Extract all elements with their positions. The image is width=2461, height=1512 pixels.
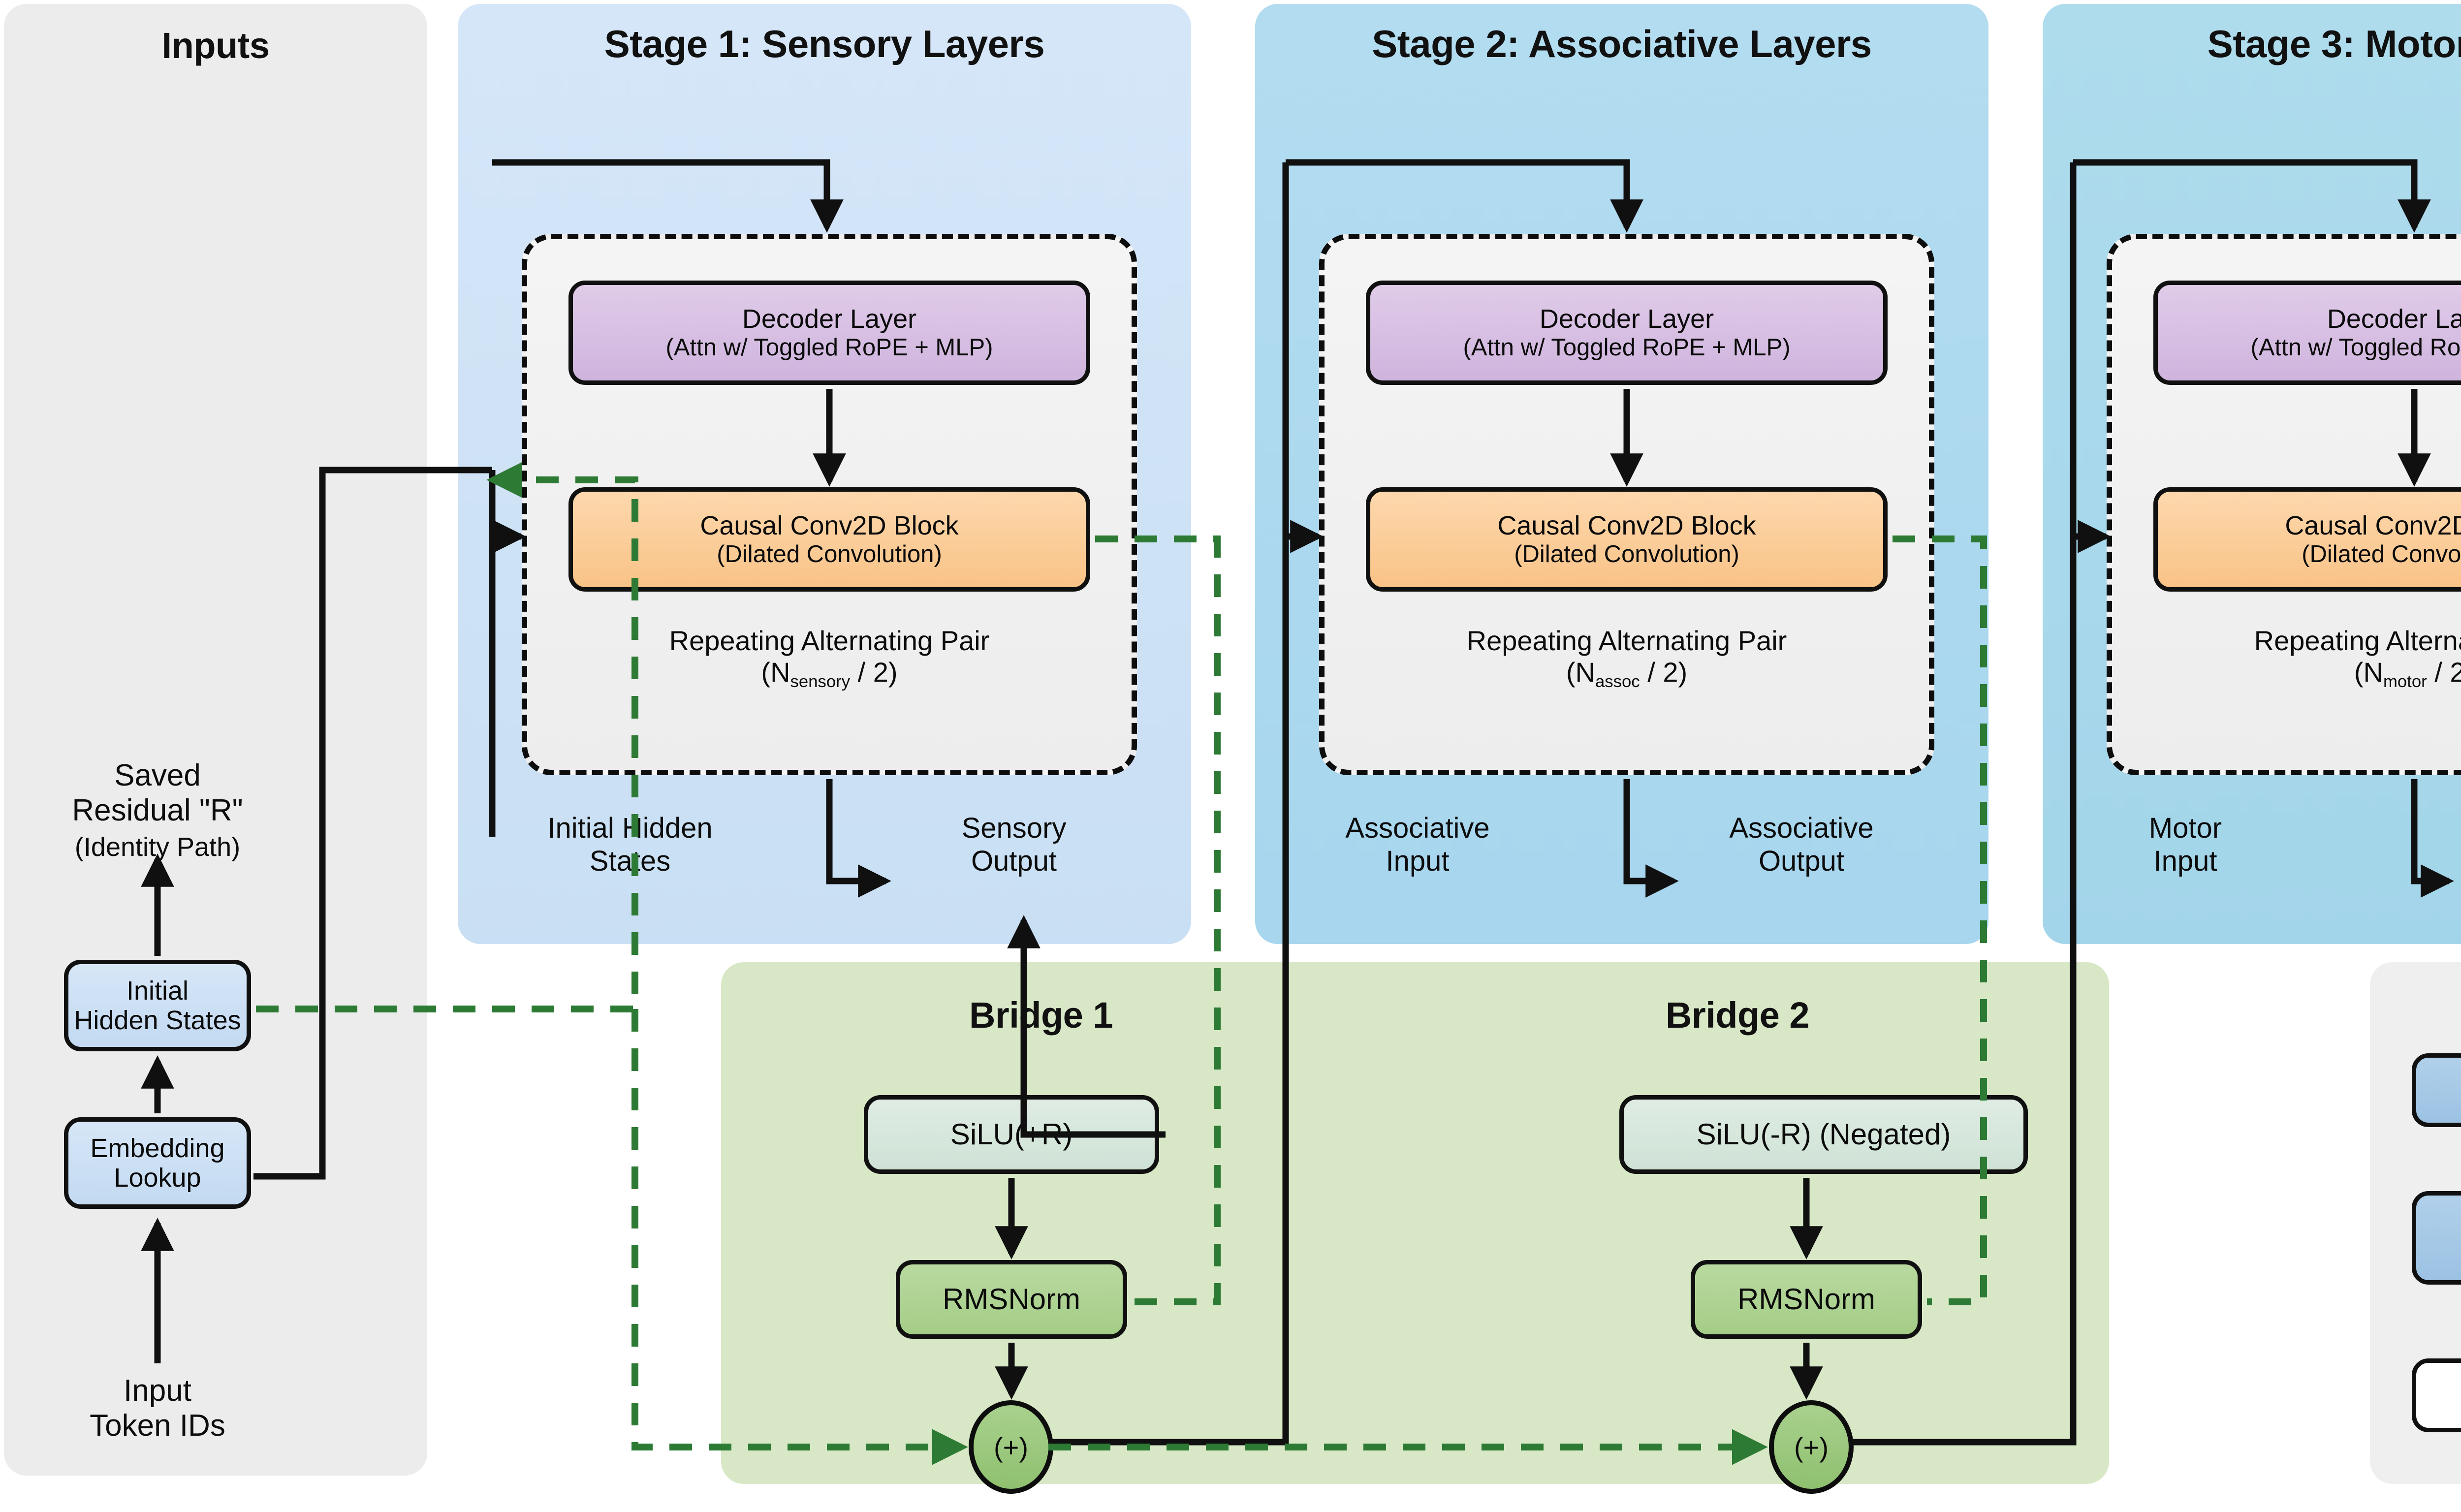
saved-residual-line1: Saved bbox=[114, 758, 201, 792]
stage-3-repeat-label: Repeating Alternating Pair (Nmotor / 2) bbox=[2107, 625, 2461, 691]
stage-2-input-line1: Associative bbox=[1345, 812, 1490, 844]
bridge-2-title: Bridge 2 bbox=[1665, 995, 1810, 1036]
stage-3-repeat-tail: / 2) bbox=[2434, 657, 2461, 688]
bridge-2-adder-node[interactable]: (+) bbox=[1769, 1400, 1854, 1494]
softmax-logits-box[interactable]: Softmax / Logits bbox=[2412, 1358, 2461, 1432]
output-head-title: Output Head bbox=[2370, 994, 2461, 1036]
bridge-2-rmsnorm-label: RMSNorm bbox=[1737, 1283, 1875, 1316]
stage-1-decoder-layer-box[interactable]: Decoder Layer (Attn w/ Toggled RoPE + ML… bbox=[568, 281, 1090, 385]
stage-2-output-line2: Output bbox=[1758, 845, 1845, 877]
stage-2-decoder-line2: (Attn w/ Toggled RoPE + MLP) bbox=[1463, 334, 1791, 361]
stage-2-repeat-tail: / 2) bbox=[1640, 657, 1688, 688]
stage-2-repeat-sub: assoc bbox=[1595, 672, 1640, 691]
stage-2-output-label: Associative Output bbox=[1664, 812, 1939, 878]
stage-1-repeat-sym: N bbox=[770, 657, 790, 688]
stage-2-conv-line1: Causal Conv2D Block bbox=[1497, 511, 1756, 541]
bridge-1-silu-label: SiLU(+R) bbox=[950, 1118, 1073, 1151]
stage-1-input-line2: States bbox=[589, 845, 671, 877]
stage-3-repeat-sub: motor bbox=[2383, 672, 2427, 691]
bridge-1-silu-box[interactable]: SiLU(+R) bbox=[864, 1095, 1159, 1174]
stage-1-input-label: Initial Hidden States bbox=[492, 812, 768, 878]
stage-3-input-line2: Input bbox=[2153, 845, 2217, 877]
stage-1-decoder-line2: (Attn w/ Toggled RoPE + MLP) bbox=[665, 334, 993, 361]
stage-1-repeat-line1: Repeating Alternating Pair bbox=[669, 625, 990, 656]
bridge-2-adder-label: (+) bbox=[1794, 1431, 1829, 1463]
stage-2-repeat-sym: N bbox=[1575, 657, 1595, 688]
embedding-lookup-box[interactable]: Embedding Lookup bbox=[64, 1117, 251, 1209]
stage-3-decoder-layer-box[interactable]: Decoder Layer (Attn w/ Toggled RoPE + ML… bbox=[2153, 281, 2461, 385]
stage-3-title: Stage 3: Motor Layers bbox=[2207, 22, 2461, 65]
stage-1-title: Stage 1: Sensory Layers bbox=[604, 22, 1045, 65]
input-token-ids-label: Input Token IDs bbox=[64, 1373, 251, 1444]
stage-3-repeat-sym: N bbox=[2363, 657, 2383, 688]
bridge-2-silu-box[interactable]: SiLU(-R) (Negated) bbox=[1619, 1095, 2028, 1174]
saved-residual-line2: Residual "R" bbox=[72, 793, 243, 828]
linear-head-box[interactable]: Linear Head (Vocab Size) bbox=[2412, 1191, 2461, 1285]
bridge-1-rmsnorm-label: RMSNorm bbox=[943, 1283, 1080, 1316]
bridge-1-adder-label: (+) bbox=[994, 1431, 1028, 1463]
bridge-2-silu-label: SiLU(-R) (Negated) bbox=[1696, 1118, 1951, 1151]
stage-2-causal-conv2d-box[interactable]: Causal Conv2D Block (Dilated Convolution… bbox=[1366, 487, 1888, 592]
stage-1-output-line1: Sensory bbox=[961, 812, 1067, 844]
stage-3-conv-line1: Causal Conv2D Block bbox=[2285, 511, 2461, 541]
input-token-ids-line1: Input bbox=[124, 1374, 191, 1408]
bridge-1-rmsnorm-box[interactable]: RMSNorm bbox=[896, 1260, 1127, 1339]
embedding-lookup-line2: Lookup bbox=[114, 1163, 201, 1193]
stage-3-decoder-line2: (Attn w/ Toggled RoPE + MLP) bbox=[2250, 334, 2461, 361]
stage-1-conv-line2: (Dilated Convolution) bbox=[717, 540, 942, 567]
inputs-panel bbox=[4, 4, 427, 1476]
stage-3-causal-conv2d-box[interactable]: Causal Conv2D Block (Dilated Convolution… bbox=[2153, 487, 2461, 592]
saved-residual-line3: (Identity Path) bbox=[74, 832, 241, 862]
input-token-ids-line2: Token IDs bbox=[90, 1409, 225, 1443]
stage-2-input-line2: Input bbox=[1386, 845, 1450, 877]
stage-1-repeat-label: Repeating Alternating Pair (Nsensory / 2… bbox=[522, 625, 1137, 691]
bridge-panel bbox=[721, 962, 2109, 1484]
bridge-2-rmsnorm-box[interactable]: RMSNorm bbox=[1691, 1260, 1922, 1339]
stage-2-output-line1: Associative bbox=[1729, 812, 1874, 844]
final-rmsnorm-box[interactable]: Final RMSNorm bbox=[2412, 1053, 2461, 1127]
stage-3-conv-line2: (Dilated Convolution) bbox=[2302, 540, 2461, 567]
bridge-1-title: Bridge 1 bbox=[969, 995, 1113, 1036]
stage-2-repeat-line1: Repeating Alternating Pair bbox=[1466, 625, 1787, 656]
stage-1-decoder-line1: Decoder Layer bbox=[742, 304, 917, 334]
stage-2-decoder-line1: Decoder Layer bbox=[1539, 304, 1714, 334]
stage-1-conv-line1: Causal Conv2D Block bbox=[700, 511, 959, 541]
stage-2-input-label: Associative Input bbox=[1280, 812, 1555, 878]
stage-3-input-label: Motor Input bbox=[2067, 812, 2303, 878]
embedding-lookup-line1: Embedding bbox=[90, 1133, 225, 1163]
initial-hidden-states-line2: Hidden States bbox=[74, 1006, 241, 1035]
saved-residual-label: Saved Residual "R" (Identity Path) bbox=[20, 758, 295, 863]
stage-1-repeat-open: ( bbox=[761, 657, 771, 688]
stage-2-decoder-layer-box[interactable]: Decoder Layer (Attn w/ Toggled RoPE + ML… bbox=[1366, 281, 1888, 385]
initial-hidden-states-line1: Initial bbox=[126, 976, 189, 1006]
initial-hidden-states-box[interactable]: Initial Hidden States bbox=[64, 960, 251, 1051]
stage-3-decoder-line1: Decoder Layer bbox=[2327, 304, 2461, 334]
stage-2-title: Stage 2: Associative Layers bbox=[1372, 22, 1872, 65]
stage-1-output-line2: Output bbox=[971, 845, 1057, 877]
stage-1-repeat-sub: sensory bbox=[790, 672, 851, 691]
bridge-1-adder-node[interactable]: (+) bbox=[969, 1400, 1053, 1494]
stage-3-input-line1: Motor bbox=[2148, 812, 2222, 844]
stage-1-repeat-tail: / 2) bbox=[850, 657, 898, 688]
stage-1-causal-conv2d-box[interactable]: Causal Conv2D Block (Dilated Convolution… bbox=[568, 487, 1090, 592]
stage-2-repeat-label: Repeating Alternating Pair (Nassoc / 2) bbox=[1319, 625, 1934, 691]
stage-3-repeat-line1: Repeating Alternating Pair bbox=[2254, 625, 2461, 656]
stage-3-repeat-open: ( bbox=[2354, 657, 2364, 688]
stage-1-input-line1: Initial Hidden bbox=[547, 812, 713, 844]
stage-2-conv-line2: (Dilated Convolution) bbox=[1514, 540, 1739, 567]
inputs-panel-title: Inputs bbox=[161, 25, 270, 66]
stage-1-output-label: Sensory Output bbox=[901, 812, 1127, 878]
stage-3-output-label: Motor Output bbox=[2456, 812, 2461, 878]
stage-2-repeat-open: ( bbox=[1566, 657, 1576, 688]
